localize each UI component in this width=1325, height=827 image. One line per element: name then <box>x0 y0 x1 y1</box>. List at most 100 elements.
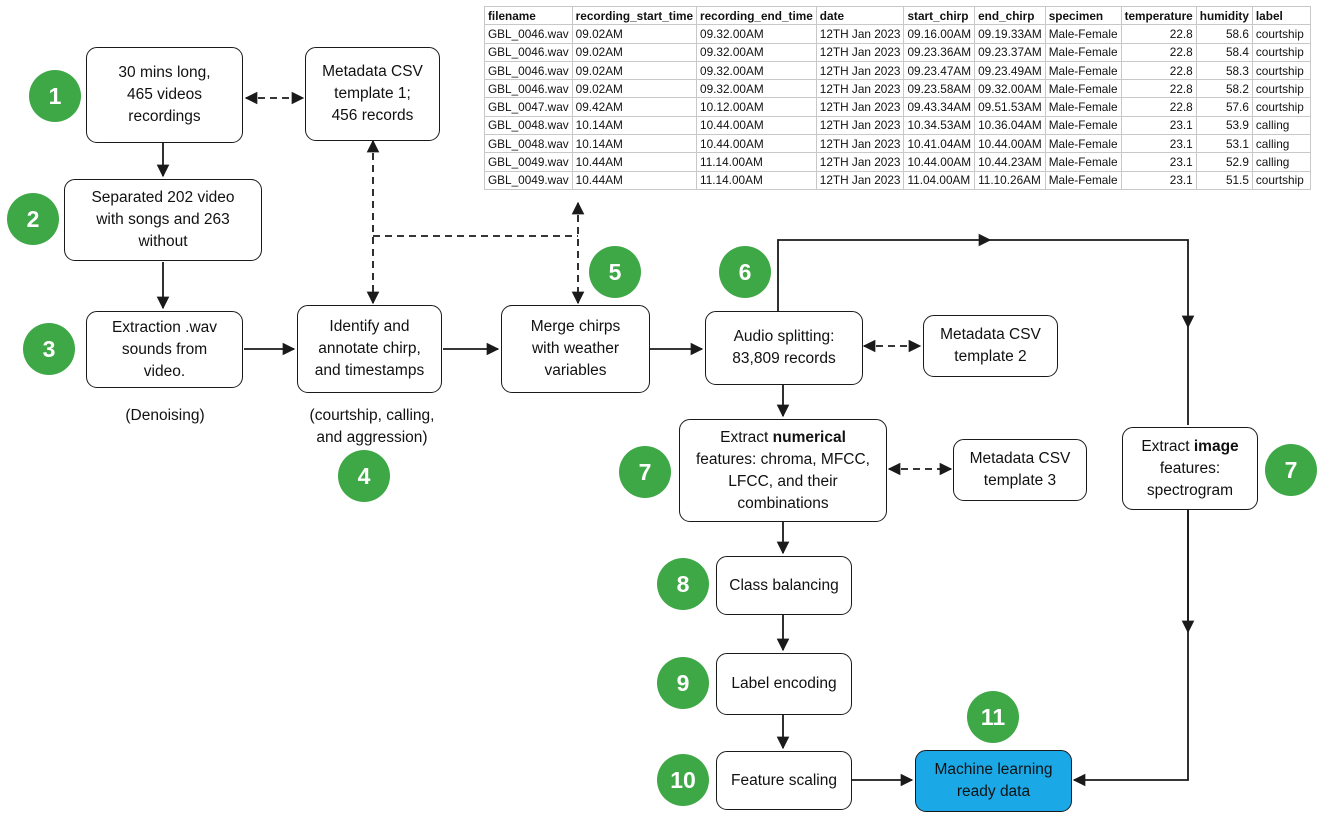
table-cell: Male-Female <box>1044 60 1122 81</box>
metadata-template-1-box: Metadata CSV template 1; 456 records <box>305 47 440 141</box>
table-cell: 10.44AM <box>571 170 698 190</box>
numerical-pre: Extract <box>720 428 773 446</box>
step-badge-9: 9 <box>657 657 709 709</box>
table-cell: 58.4 <box>1195 42 1253 62</box>
label-encoding-box: Label encoding <box>716 653 852 715</box>
videos-line: recordings <box>128 108 201 125</box>
balancing-label: Class balancing <box>729 576 839 594</box>
table-cell: courtship <box>1251 42 1311 62</box>
table-cell: GBL_0048.wav <box>484 115 573 136</box>
table-cell: 57.6 <box>1195 97 1253 117</box>
step-badge-6: 6 <box>719 246 771 298</box>
table-header-cell: humidity <box>1195 5 1253 26</box>
table-cell: 09.23.47AM <box>903 60 976 81</box>
step-badge-2: 2 <box>7 193 59 245</box>
merge-line: variables <box>544 362 607 379</box>
table-cell: 11.14.00AM <box>696 170 817 190</box>
table-cell: 11.14.00AM <box>696 152 817 172</box>
table-cell: Male-Female <box>1044 79 1122 99</box>
table-cell: Male-Female <box>1044 42 1122 62</box>
template2-line: template 2 <box>954 348 1027 365</box>
ml-line: Machine learning <box>934 761 1053 778</box>
annotation-line: and aggression) <box>316 429 428 446</box>
image-line: spectrogram <box>1146 481 1234 499</box>
table-cell: 10.41.04AM <box>903 134 976 154</box>
table-cell: 10.44.00AM <box>696 134 817 154</box>
table-cell: Male-Female <box>1044 134 1122 154</box>
separated-line: Separated 202 video <box>91 189 235 206</box>
audio-line: Audio splitting: <box>733 328 835 345</box>
table-cell: 10.44.00AM <box>903 152 976 172</box>
videos-line: 30 mins long, <box>118 64 211 81</box>
table-cell: courtship <box>1251 170 1311 190</box>
table-cell: GBL_0049.wav <box>484 170 573 190</box>
merge-line: with weather <box>531 340 619 357</box>
numerical-bold: numerical <box>772 428 846 446</box>
table-cell: Male-Female <box>1044 170 1122 190</box>
metadata-template-3-box: Metadata CSV template 3 <box>953 439 1087 501</box>
numerical-line: LFCC, and their <box>728 472 838 490</box>
table-cell: 10.14AM <box>571 134 698 154</box>
table-cell: 51.5 <box>1195 170 1253 190</box>
table-cell: 09.32.00AM <box>696 79 817 99</box>
encoding-label: Label encoding <box>731 675 837 692</box>
table-cell: GBL_0049.wav <box>484 152 573 172</box>
audio-splitting-box: Audio splitting: 83,809 records <box>705 311 863 385</box>
table-cell: 10.34.53AM <box>903 115 976 136</box>
audio-line: 83,809 records <box>732 350 836 367</box>
table-cell: 10.12.00AM <box>696 97 817 117</box>
table-cell: 22.8 <box>1120 42 1197 62</box>
table-cell: 10.44.23AM <box>974 152 1046 172</box>
table-cell: 58.2 <box>1195 79 1253 99</box>
table-cell: 22.8 <box>1120 24 1197 44</box>
table-cell: 22.8 <box>1120 60 1197 81</box>
annotation-line: (courtship, calling, <box>309 407 435 424</box>
step-badge-1: 1 <box>29 70 81 122</box>
template1-line: 456 records <box>331 107 414 124</box>
table-cell: 11.10.26AM <box>974 170 1046 190</box>
template2-line: Metadata CSV <box>940 326 1041 343</box>
table-cell: 12TH Jan 2023 <box>815 170 905 190</box>
table-cell: 53.9 <box>1195 115 1253 136</box>
videos-line: 465 videos <box>127 86 202 103</box>
template3-line: Metadata CSV <box>969 450 1071 467</box>
table-cell: 09.23.58AM <box>903 79 976 99</box>
table-cell: Male-Female <box>1044 152 1122 172</box>
separated-box: Separated 202 video with songs and 263 w… <box>64 179 262 261</box>
table-cell: 22.8 <box>1120 97 1197 117</box>
template3-line: template 3 <box>983 472 1057 489</box>
extraction-line: video. <box>143 362 186 380</box>
table-cell: 09.23.37AM <box>974 42 1046 62</box>
extraction-line: sounds from <box>121 340 208 358</box>
numerical-heading: Extract numerical <box>696 427 870 449</box>
table-cell: 09.32.00AM <box>696 42 817 62</box>
arrow-right-down <box>985 239 1195 329</box>
table-cell: 12TH Jan 2023 <box>815 152 905 172</box>
annotation-note: (courtship, calling, and aggression) <box>296 405 448 449</box>
feature-scaling-box: Feature scaling <box>716 751 852 810</box>
table-header-cell: temperature <box>1120 5 1197 26</box>
table-cell: 52.9 <box>1195 152 1253 172</box>
identify-line: and timestamps <box>314 362 425 379</box>
separated-line: without <box>138 233 188 250</box>
table-cell: 23.1 <box>1120 134 1197 154</box>
table-cell: 09.02AM <box>571 42 698 62</box>
table-cell: Male-Female <box>1044 115 1122 136</box>
videos-box: 30 mins long, 465 videos recordings <box>86 47 243 143</box>
step-badge-3: 3 <box>23 323 75 375</box>
identify-line: Identify and <box>329 318 410 335</box>
step-badge-11: 11 <box>967 691 1019 743</box>
table-cell: 23.1 <box>1120 170 1197 190</box>
ml-line: ready data <box>956 783 1031 800</box>
table-cell: 11.04.00AM <box>903 170 976 190</box>
table-cell: 10.44.00AM <box>696 115 817 136</box>
numerical-line: features: chroma, MFCC, <box>696 450 870 468</box>
ml-ready-data-box: Machine learning ready data <box>915 750 1072 812</box>
